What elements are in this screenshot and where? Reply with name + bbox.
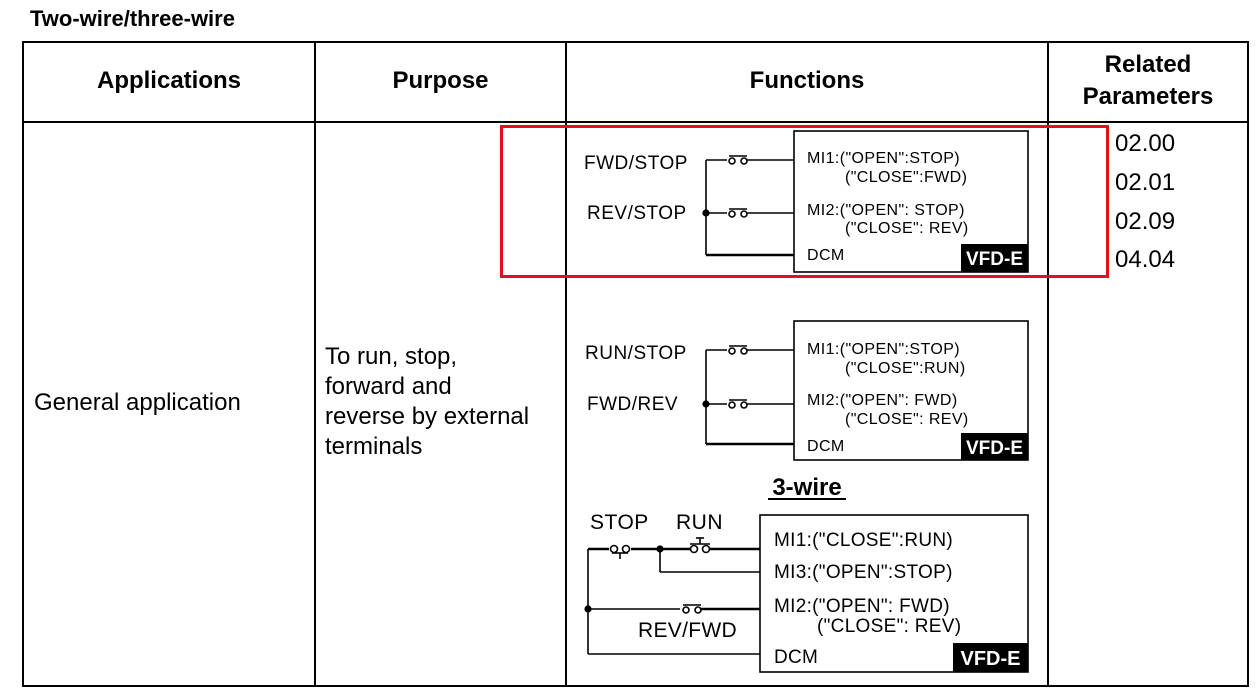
mi1-close-text: ("CLOSE":RUN) <box>845 360 966 377</box>
parameter-item: 02.00 <box>1115 130 1176 157</box>
section-title: Two-wire/three-wire <box>30 6 235 31</box>
table-border-top <box>22 41 1249 43</box>
table-border-right <box>1247 41 1249 687</box>
label-stop: STOP <box>590 511 649 534</box>
vfd-terminal-box <box>793 320 1029 461</box>
mi2-close-text: ("CLOSE": REV) <box>845 411 969 428</box>
junction-dot <box>702 209 710 217</box>
mi1-run-text: MI1:("CLOSE":RUN) <box>774 530 953 551</box>
vfd-badge-text: VFD-E <box>961 648 1021 670</box>
purpose-line: forward and <box>325 373 452 400</box>
purpose-cell: To run, stop, forward and reverse by ext… <box>325 342 529 462</box>
junction-dot <box>656 545 664 553</box>
mi1-close-text: ("CLOSE":FWD) <box>845 169 967 186</box>
label-fwd-rev: FWD/REV <box>587 394 678 415</box>
diagram-2wire-run-dir <box>705 320 1029 461</box>
parameter-item: 02.01 <box>1115 169 1176 196</box>
mi3-stop-text: MI3:("OPEN":STOP) <box>774 562 953 583</box>
vfd-badge <box>961 433 1028 460</box>
header-applications: Applications <box>96 67 241 94</box>
header-purpose: Purpose <box>392 67 489 94</box>
vfd-terminal-box <box>793 130 1029 273</box>
table-border-left <box>22 41 24 687</box>
diagram-3wire <box>587 514 1029 673</box>
mi1-open-text: MI1:("OPEN":STOP) <box>807 150 960 167</box>
vfd-badge-text: VFD-E <box>966 438 1023 459</box>
vfd-badge <box>961 244 1028 272</box>
table-col-divider-2 <box>565 41 567 687</box>
purpose-line: To run, stop, <box>325 343 458 370</box>
table-header-divider <box>22 121 1249 123</box>
label-fwd-stop: FWD/STOP <box>584 153 688 174</box>
diagram-2wire-fwd-rev <box>705 130 1029 273</box>
application-cell: General application <box>34 389 241 416</box>
label-rev-fwd: REV/FWD <box>638 619 737 642</box>
parameter-item: 04.04 <box>1115 246 1176 273</box>
label-run-stop: RUN/STOP <box>585 343 687 364</box>
mi2-close-text: ("CLOSE": REV) <box>817 616 961 637</box>
three-wire-title: 3-wire <box>772 474 841 501</box>
highlight-box <box>500 125 1109 278</box>
purpose-line: terminals <box>325 433 423 460</box>
vfd-badge-text: VFD-E <box>966 249 1023 270</box>
junction-dot <box>584 605 592 613</box>
vfd-badge <box>953 643 1028 672</box>
mi2-open-text: MI2:("OPEN": STOP) <box>807 202 965 219</box>
purpose-line: reverse by external <box>325 403 530 430</box>
header-related-line2: Parameters <box>1082 83 1214 110</box>
header-functions: Functions <box>749 67 865 94</box>
mi2-close-text: ("CLOSE": REV) <box>845 220 969 237</box>
mi1-open-text: MI1:("OPEN":STOP) <box>807 341 960 358</box>
label-rev-stop: REV/STOP <box>587 203 687 224</box>
dcm-label: DCM <box>807 247 845 264</box>
table-border-bottom <box>22 685 1249 687</box>
dcm-label: DCM <box>774 647 818 668</box>
label-run: RUN <box>676 511 723 534</box>
header-related-parameters: Related Parameters <box>1049 49 1247 113</box>
table-col-divider-1 <box>314 41 316 687</box>
mi2-open-text: MI2:("OPEN": FWD) <box>774 596 950 617</box>
dcm-label: DCM <box>807 438 845 455</box>
table-col-divider-3 <box>1047 41 1049 687</box>
mi2-open-text: MI2:("OPEN": FWD) <box>807 392 958 409</box>
parameter-item: 02.09 <box>1115 208 1176 235</box>
vfd-terminal-box <box>759 514 1029 673</box>
header-related-line1: Related <box>1104 51 1192 78</box>
junction-dot <box>702 400 710 408</box>
